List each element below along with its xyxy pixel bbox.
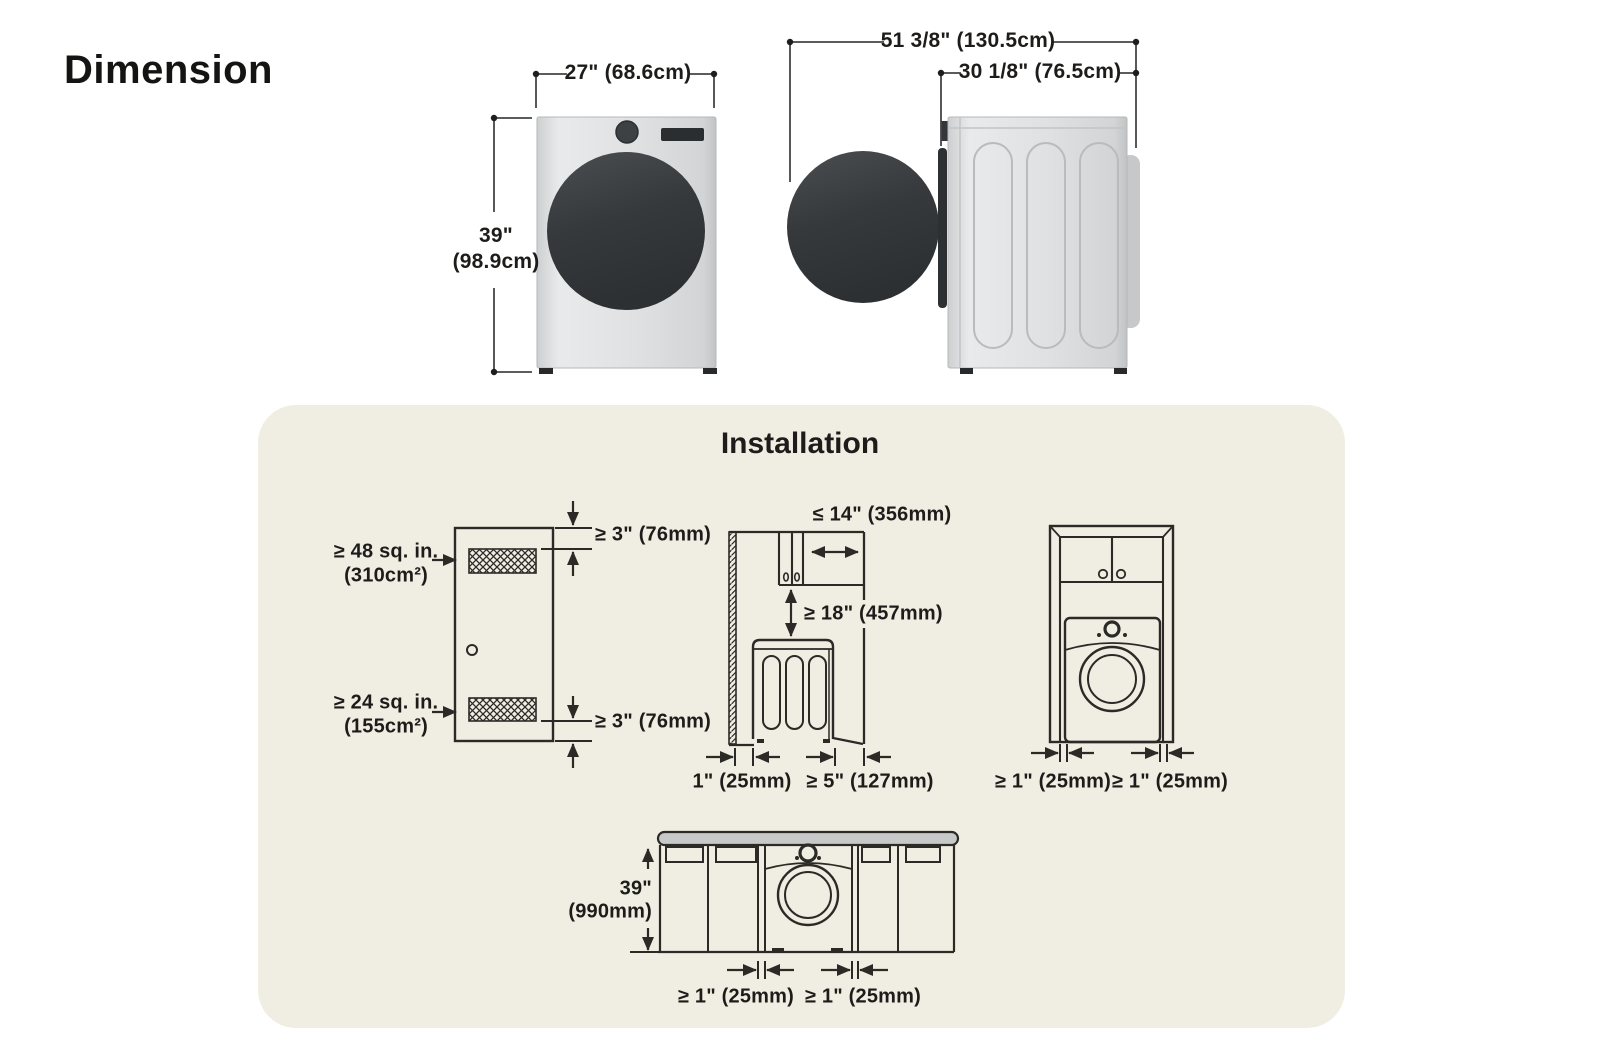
counter-height-in-label: 39": [619, 877, 652, 900]
back-bulge: [1121, 155, 1140, 328]
front-height-in-label: 39": [479, 224, 513, 247]
alcove-left-gap-label: ≥ 1" (25mm): [994, 770, 1112, 793]
top-vent-area-label-line2: (310cm²): [344, 564, 428, 587]
open-door: [787, 151, 939, 303]
bottom-vent-area-label-line1: ≥ 24 sq. in.: [333, 691, 439, 714]
cabinet-depth-label: ≤ 14" (356mm): [812, 503, 952, 526]
front-view-dimension-lines: [490, 70, 718, 376]
door-hinge-bar: [938, 148, 947, 308]
rear-gap-label: 1" (25mm): [692, 770, 792, 793]
depth-body-label: 30 1/8" (76.5cm): [958, 60, 1122, 83]
side-left-foot: [960, 368, 973, 374]
depth-open-label: 51 3/8" (130.5cm): [880, 29, 1056, 52]
counter-right-gap-label: ≥ 1" (25mm): [804, 985, 922, 1008]
counter-left-gap-label: ≥ 1" (25mm): [677, 985, 795, 1008]
side-right-foot: [1114, 368, 1127, 374]
control-display: [661, 128, 704, 141]
front-right-foot: [703, 368, 717, 374]
front-view-washer: [536, 116, 717, 374]
top-gap-label: ≥ 3" (76mm): [595, 523, 712, 546]
washer-door: [547, 152, 705, 310]
front-height-cm-label: (98.9cm): [452, 250, 540, 273]
page-title: Dimension: [64, 48, 273, 92]
top-vent-area-label-line1: ≥ 48 sq. in.: [333, 540, 439, 563]
bottom-vent-area-label-line2: (155cm²): [344, 715, 428, 738]
installation-title: Installation: [720, 427, 880, 460]
bottom-gap-label: ≥ 3" (76mm): [595, 710, 712, 733]
counter-height-mm-label: (990mm): [568, 900, 652, 923]
front-clearance-label: ≥ 5" (127mm): [806, 770, 934, 793]
control-knob: [615, 120, 639, 144]
side-view-washer: [787, 116, 1140, 374]
front-width-label: 27" (68.6cm): [564, 61, 692, 84]
clearance-above-label: ≥ 18" (457mm): [804, 602, 943, 625]
alcove-right-gap-label: ≥ 1" (25mm): [1111, 770, 1229, 793]
front-left-foot: [539, 368, 553, 374]
